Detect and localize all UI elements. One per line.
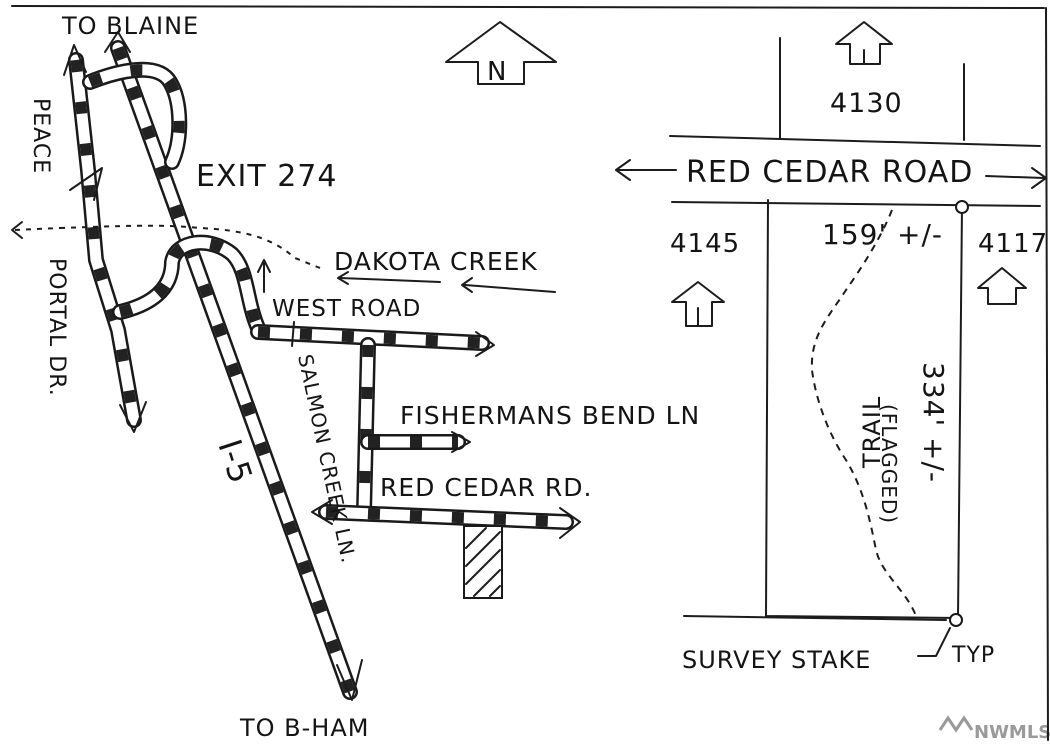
parcel-boundary <box>683 199 969 627</box>
north-label: N <box>487 57 507 87</box>
interchange-south-loop <box>112 234 266 336</box>
house-icon-4145 <box>671 281 725 327</box>
fishermans-bend-label: FISHERMANS BEND LN <box>400 401 700 430</box>
to-bham-label: TO B-HAM <box>239 714 369 742</box>
west-road-label: WEST ROAD <box>272 296 421 322</box>
survey-stake-leader <box>917 627 951 657</box>
lot-4130-label: 4130 <box>830 88 903 119</box>
house-icon-4117 <box>977 267 1027 305</box>
dakota-creek-stream <box>11 221 556 347</box>
nwmls-watermark: NWMLS <box>938 715 1050 743</box>
red-cedar-rd-label: RED CEDAR RD. <box>380 473 592 502</box>
salmon-creek-label: SALMON CREEK LN. <box>293 352 361 566</box>
exit-label: EXIT 274 <box>196 159 337 194</box>
frame-border <box>11 5 1049 741</box>
subject-parcel-marker <box>463 525 503 599</box>
trail-path <box>810 209 917 617</box>
north-lot-lines <box>669 37 1041 207</box>
trail-label: TRAIL <box>858 396 886 469</box>
portal-label: PORTAL DR. <box>44 258 69 397</box>
survey-stake-label: SURVEY STAKE <box>682 646 871 674</box>
red-cedar-road-label: RED CEDAR ROAD <box>686 155 973 190</box>
watermark-label: NWMLS <box>974 722 1050 743</box>
typ-label: TYP <box>951 643 995 668</box>
salmon-creek-lane <box>356 337 376 520</box>
i5-highway <box>104 31 363 701</box>
depth-label: 334' +/- <box>917 362 950 483</box>
flagged-label: (FLAGGED) <box>877 404 901 524</box>
red-cedar-rd-vicinity <box>311 499 581 539</box>
dakota-creek-label: DAKOTA CREEK <box>334 247 538 276</box>
lot-4145-label: 4145 <box>670 229 740 259</box>
north-arrow: N <box>445 21 557 87</box>
house-icon-4130 <box>835 21 893 65</box>
interchange-north-loop <box>82 61 188 170</box>
fishermans-bend-lane <box>360 431 471 453</box>
peace-label: PEACE <box>28 98 53 174</box>
peace-portal-road <box>63 44 147 433</box>
to-blaine-label: TO BLAINE <box>61 12 199 40</box>
lot-4117-label: 4117 <box>978 229 1048 259</box>
frontage-label: 159' +/- <box>822 218 943 251</box>
